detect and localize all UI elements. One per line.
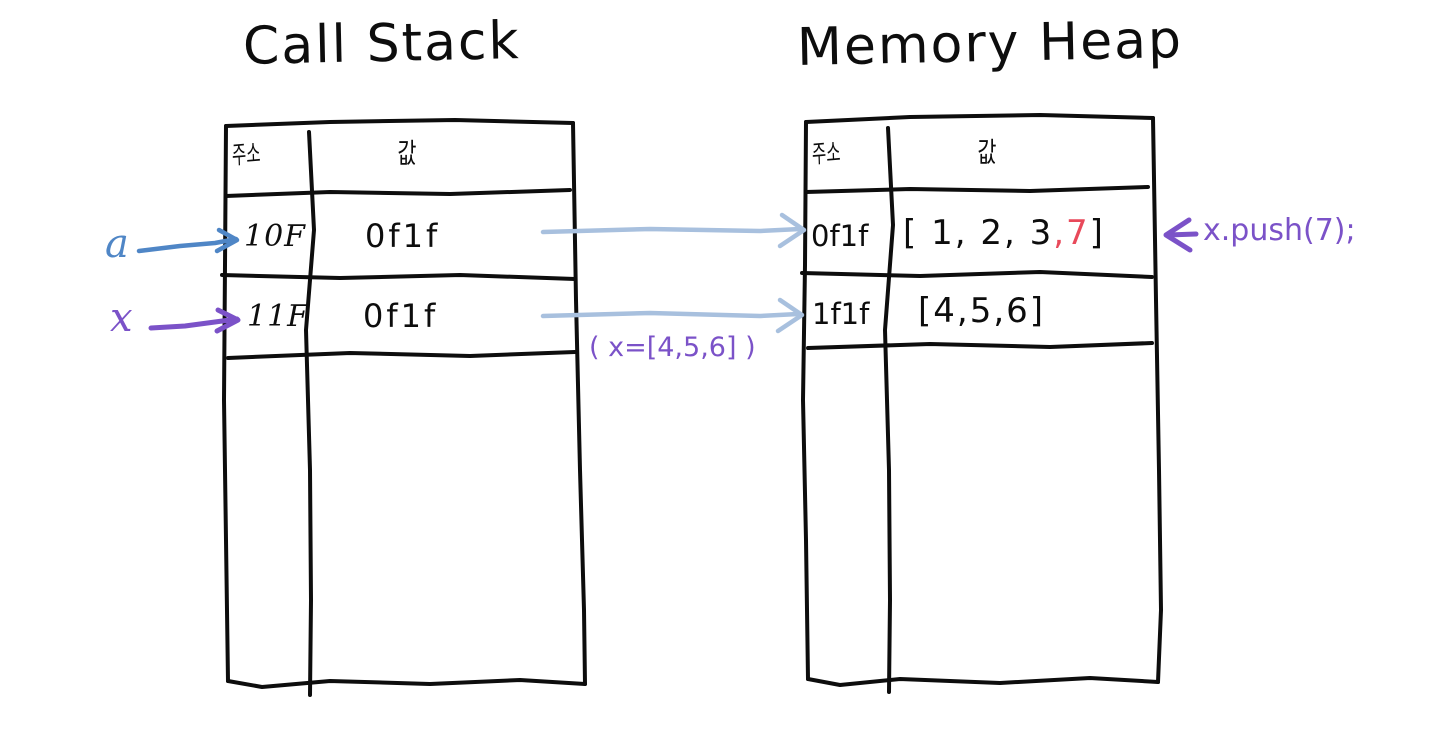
variable-label-x: x <box>110 295 133 341</box>
arrow-a-to-10f <box>136 227 240 254</box>
heap-column-divider <box>883 126 895 694</box>
heap-row-0-value: [ 1, 2, 3,7] <box>903 216 1105 250</box>
heap-row-1-address: 1f1f <box>812 297 870 331</box>
stack-row1-rule <box>220 273 577 281</box>
heap-row-0-value-highlight: ,7 <box>1053 213 1090 253</box>
heap-row1-rule <box>800 270 1154 279</box>
heap-row-0-value-close: ] <box>1089 213 1105 253</box>
stack-border-left <box>222 124 230 683</box>
stack-row-1-value: 0f1f <box>363 297 439 335</box>
call-stack-table-strokes <box>220 118 587 697</box>
link-arrows <box>540 212 807 334</box>
link-arrow-row1-shaft <box>540 226 803 235</box>
heap-row-0-address: 0f1f <box>811 219 869 253</box>
memory-heap-title: Memory Heap <box>796 9 1184 79</box>
heap-row-1-value: [4,5,6] <box>918 291 1046 331</box>
stack-border-top <box>224 118 575 128</box>
stack-header-rule <box>224 188 572 198</box>
stack-row-1-address: 11F <box>247 299 309 334</box>
stack-header-value: 값 <box>397 138 417 170</box>
heap-border-left <box>801 120 810 681</box>
heap-header-value: 값 <box>977 137 997 169</box>
stack-border-bottom <box>226 678 587 689</box>
stack-column-divider <box>304 130 316 697</box>
arrow-x-shaft <box>148 316 240 331</box>
variable-label-a: a <box>105 221 129 267</box>
heap-border-right <box>1151 116 1163 684</box>
heap-header-rule <box>804 185 1150 194</box>
stack-row-0-value: 0f1f <box>365 217 441 255</box>
arrow-x-to-11f <box>148 307 241 334</box>
stack-header-address: 주소 <box>231 138 261 170</box>
heap-border-top <box>804 113 1155 124</box>
heap-row2-rule <box>806 341 1154 350</box>
heap-note-annotation: ( x=[4,5,6] ) <box>589 332 756 363</box>
arrow-push-head <box>1163 217 1199 253</box>
call-stack-title: Call Stack <box>242 11 522 77</box>
arrow-a-shaft <box>136 236 239 254</box>
stack-row-0-address: 10F <box>244 219 306 254</box>
heap-row-0-value-open: [ 1, 2, 3 <box>903 213 1054 253</box>
stack-border-right <box>571 121 587 686</box>
memory-heap-table-strokes <box>800 113 1163 694</box>
push-arrow-shaft <box>1165 231 1199 238</box>
link-arrow-row1-head <box>777 212 807 249</box>
heap-border-bottom <box>806 676 1160 687</box>
stack-row2-rule <box>226 350 577 360</box>
heap-header-address: 주소 <box>811 137 841 169</box>
push-arrow-head <box>1163 217 1193 253</box>
arrow-a-head <box>214 227 240 254</box>
link-arrow-row2-head <box>775 297 805 334</box>
arrow-x-head <box>214 307 241 334</box>
push-code-annotation: x.push(7); <box>1203 213 1356 248</box>
link-arrow-row2-shaft <box>540 310 801 319</box>
